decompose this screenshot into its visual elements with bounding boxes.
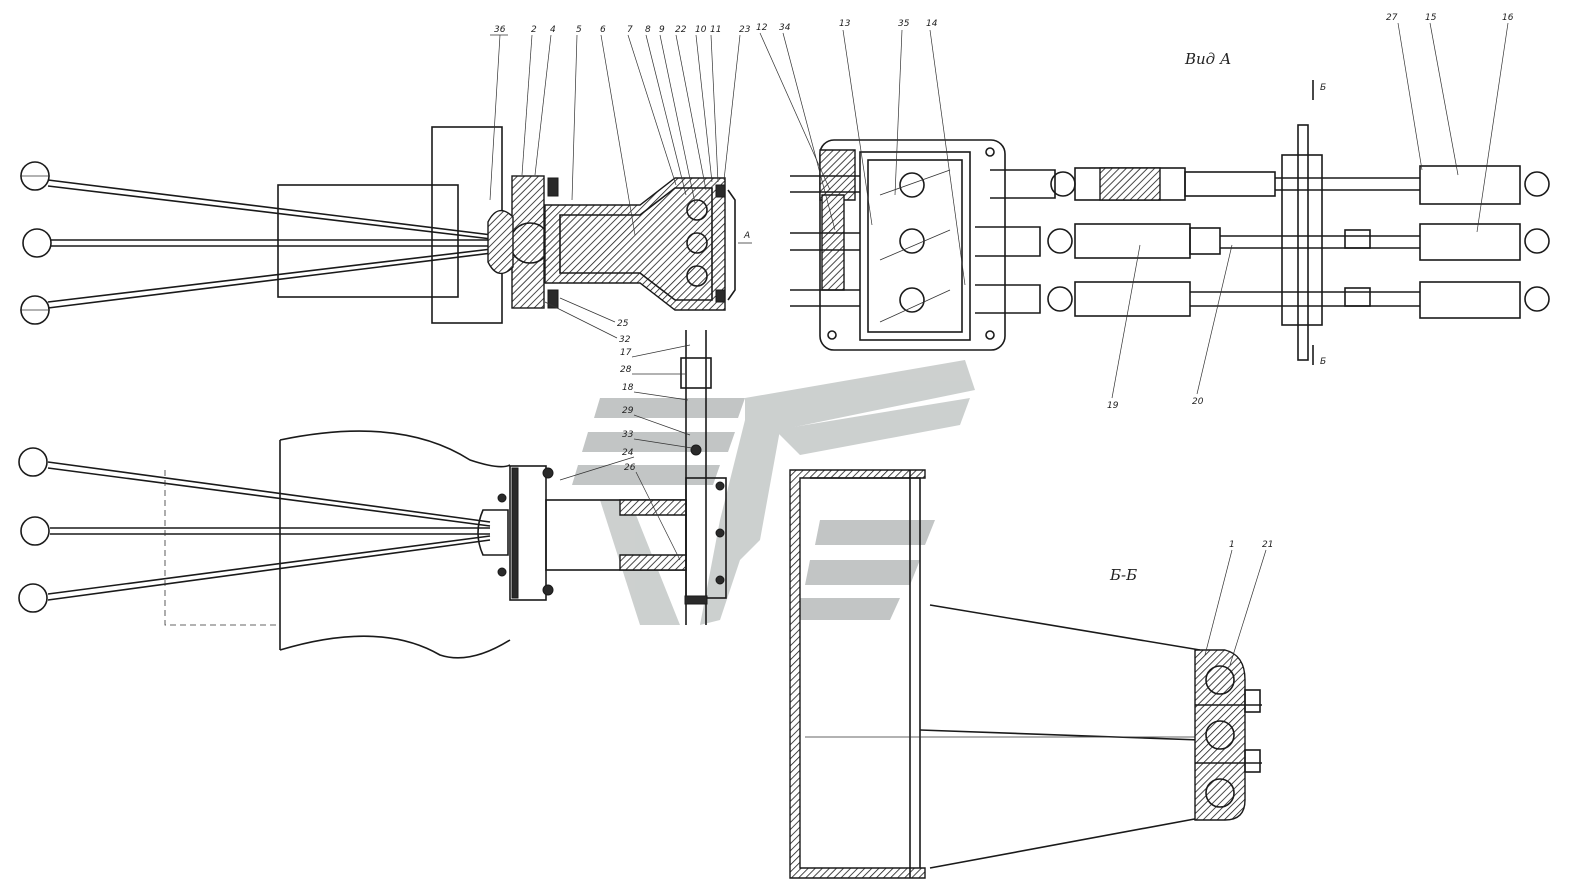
- callout-14: 14: [926, 19, 938, 29]
- callout-18: 18: [622, 383, 634, 393]
- callout-5: 5: [576, 25, 582, 35]
- callout-15: 15: [1425, 13, 1437, 23]
- callout-6: 6: [600, 25, 606, 35]
- linkage-lower: [975, 281, 1550, 319]
- callout-33: 33: [622, 430, 634, 440]
- section-b-title: Б-Б: [1109, 566, 1137, 584]
- view-a-title: Вид А: [1184, 50, 1231, 68]
- lever-knob-middle: [22, 228, 52, 258]
- callout-19: 19: [1107, 401, 1119, 411]
- callout-27: 27: [1386, 13, 1398, 23]
- callout-21: 21: [1262, 540, 1273, 550]
- cut-mark-bottom: Б: [1320, 357, 1326, 367]
- callout-23: 23: [739, 25, 751, 35]
- callout-9: 9: [659, 25, 665, 35]
- callout-22: 22: [675, 25, 687, 35]
- callouts-view-a: 12 34 13 35 14 27 15 16 19 20: [756, 13, 1514, 411]
- callout-7: 7: [627, 25, 633, 35]
- bottom-left-view: [18, 330, 727, 659]
- callout-34: 34: [779, 23, 791, 33]
- linkage-middle: [975, 223, 1550, 261]
- callout-35: 35: [898, 19, 910, 29]
- callout-16: 16: [1502, 13, 1514, 23]
- callout-28: 28: [620, 365, 632, 375]
- section-b-b: Б-Б 1 21: [789, 469, 1273, 879]
- callout-12: 12: [756, 23, 768, 33]
- callout-32: 32: [619, 335, 631, 345]
- callout-4: 4: [550, 25, 556, 35]
- callout-8: 8: [645, 25, 651, 35]
- cut-mark-top: Б: [1320, 83, 1326, 93]
- linkage-upper: [990, 165, 1550, 205]
- callout-20: 20: [1192, 397, 1204, 407]
- callout-26: 26: [624, 463, 636, 473]
- callouts-top-left: 36 2 4 5 6 7 8 9 22 10 11 23 25 32: [489, 25, 751, 345]
- callout-17: 17: [620, 348, 632, 358]
- callout-25: 25: [617, 319, 629, 329]
- callout-11: 11: [710, 25, 721, 35]
- watermark-logo: [572, 360, 975, 625]
- top-left-view: А: [20, 126, 752, 325]
- callout-10: 10: [695, 25, 707, 35]
- callout-13: 13: [839, 19, 851, 29]
- callout-29: 29: [622, 406, 634, 416]
- callout-1: 1: [1229, 540, 1235, 550]
- arrow-a-label: А: [743, 231, 750, 241]
- callout-24: 24: [622, 448, 634, 458]
- callout-36: 36: [494, 25, 506, 35]
- view-a: Вид А: [790, 50, 1550, 367]
- callouts-bottom-left: 17 28 18 29 33 24 26: [559, 344, 693, 561]
- callout-2: 2: [531, 25, 537, 35]
